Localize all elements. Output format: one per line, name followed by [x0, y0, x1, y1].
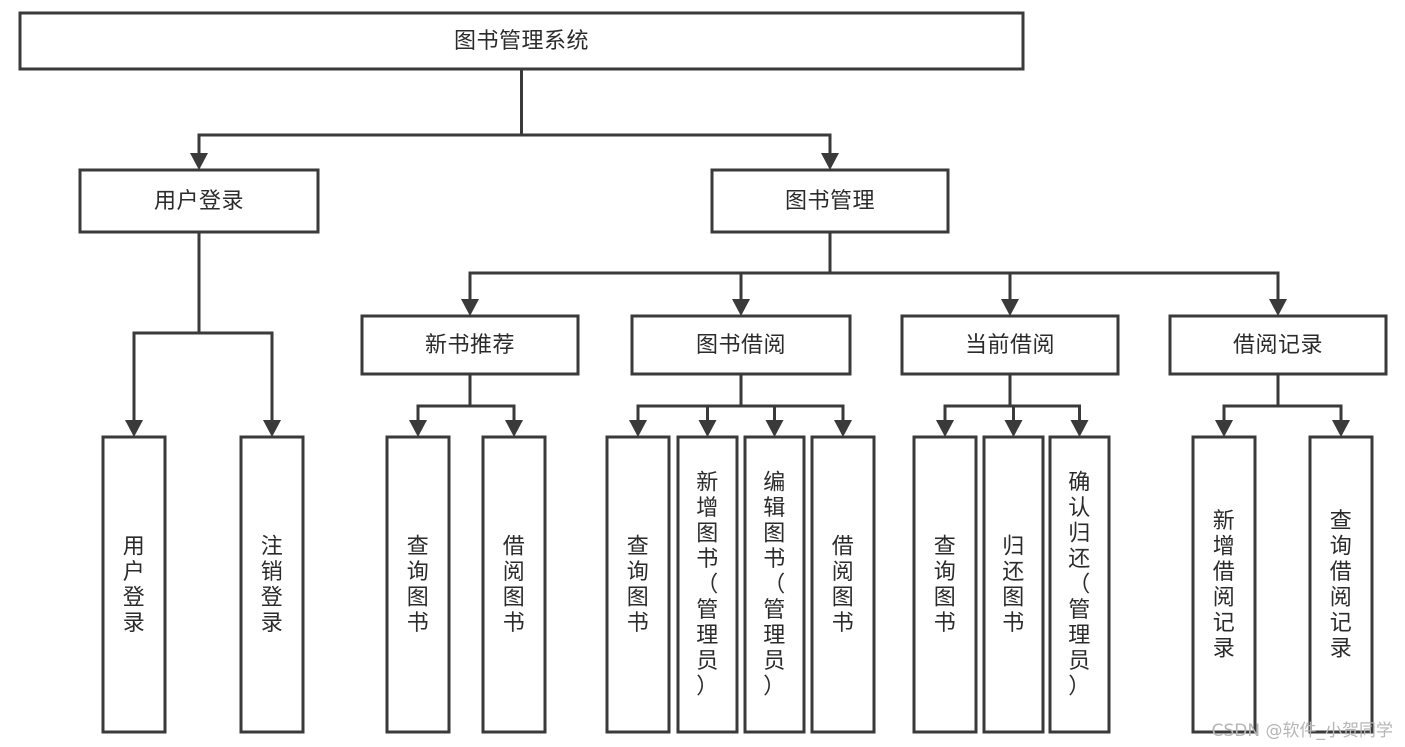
node-label-borrow-borrow-book: 借阅图书 — [832, 534, 855, 636]
node-user-login-leaf[interactable]: 用户登录 — [101, 435, 167, 734]
node-root[interactable]: 图书管理系统 — [18, 11, 1025, 71]
edges-layer — [125, 67, 1350, 437]
edge-root-to-user-login-arrowhead — [190, 153, 208, 170]
edge-current-borrow-to-current-confirm-return-arrowhead — [1070, 420, 1089, 437]
node-box-record-query — [1308, 435, 1374, 734]
node-borrow-query-book[interactable]: 查询图书 — [605, 435, 671, 734]
node-box-borrow-borrow-book — [810, 435, 876, 734]
node-user-logout-leaf[interactable]: 注销登录 — [239, 435, 305, 734]
edge-new-book-recommend-to-recommend-query-book-arrowhead — [409, 420, 427, 437]
node-current-borrow[interactable]: 当前借阅 — [900, 314, 1120, 376]
node-borrow-edit-book[interactable]: 编辑图书（管理员） — [743, 435, 806, 734]
edge-bookmgmt-to-book-borrow-arrowhead — [732, 299, 750, 316]
node-label-borrow-edit-book: 编辑图书（管理员） — [763, 471, 786, 700]
node-box-borrow-record — [1168, 314, 1388, 376]
node-borrow-add-book[interactable]: 新增图书（管理员） — [676, 435, 739, 734]
edge-user-login-to-user-login-leaf-arrowhead — [125, 420, 143, 437]
node-borrow-borrow-book[interactable]: 借阅图书 — [810, 435, 876, 734]
edge-root-to-book-management-arrowhead — [821, 153, 839, 170]
nodes-layer: 图书管理系统用户登录用户登录注销登录图书管理新书推荐查询图书借阅图书图书借阅查询… — [18, 11, 1388, 734]
node-label-borrow-query-book: 查询图书 — [627, 534, 650, 636]
node-box-borrow-add-book — [676, 435, 739, 734]
node-label-current-confirm-return: 确认归还（管理员） — [1068, 471, 1091, 700]
edge-book-borrow-to-borrow-query-book-arrowhead — [629, 420, 647, 437]
edge-bookmgmt-to-new-book-recommend-arrowhead — [461, 299, 479, 316]
node-current-query-book[interactable]: 查询图书 — [912, 435, 978, 734]
edge-new-book-recommend-to-recommend-borrow-book-arrowhead — [505, 420, 523, 437]
node-box-new-book-recommend — [360, 314, 580, 376]
node-box-user-logout-leaf — [239, 435, 305, 734]
node-label-user-logout-leaf: 注销登录 — [261, 534, 284, 636]
node-recommend-borrow-book[interactable]: 借阅图书 — [481, 435, 547, 734]
node-label-recommend-query-book: 查询图书 — [407, 534, 430, 636]
node-label-borrow-record: 借阅记录 — [1233, 333, 1323, 358]
node-box-current-borrow — [900, 314, 1120, 376]
node-record-add[interactable]: 新增借阅记录 — [1191, 435, 1257, 734]
node-box-borrow-query-book — [605, 435, 671, 734]
node-label-root: 图书管理系统 — [454, 29, 589, 54]
node-box-root — [18, 11, 1025, 71]
node-current-return-book[interactable]: 归还图书 — [982, 435, 1045, 734]
node-box-user-login — [78, 168, 320, 234]
node-label-record-add: 新增借阅记录 — [1213, 509, 1236, 662]
node-label-recommend-borrow-book: 借阅图书 — [503, 534, 526, 636]
node-user-login[interactable]: 用户登录 — [78, 168, 320, 234]
node-current-confirm-return[interactable]: 确认归还（管理员） — [1048, 435, 1111, 734]
node-label-current-query-book: 查询图书 — [934, 534, 957, 636]
node-record-query[interactable]: 查询借阅记录 — [1308, 435, 1374, 734]
node-label-record-query: 查询借阅记录 — [1330, 509, 1353, 662]
node-new-book-recommend[interactable]: 新书推荐 — [360, 314, 580, 376]
node-label-new-book-recommend: 新书推荐 — [425, 333, 515, 358]
node-label-book-borrow: 图书借阅 — [696, 333, 786, 358]
node-label-current-return-book: 归还图书 — [1002, 534, 1025, 636]
node-label-current-borrow: 当前借阅 — [965, 333, 1055, 358]
node-label-user-login: 用户登录 — [154, 189, 244, 214]
node-box-book-management — [710, 168, 950, 234]
node-label-user-login-leaf: 用户登录 — [123, 534, 146, 636]
node-box-current-query-book — [912, 435, 978, 734]
edge-borrow-record-to-record-query-arrowhead — [1332, 420, 1350, 437]
node-label-book-management: 图书管理 — [785, 189, 875, 214]
edge-book-borrow-to-borrow-add-book-arrowhead — [698, 420, 717, 437]
node-book-management[interactable]: 图书管理 — [710, 168, 950, 234]
node-box-record-add — [1191, 435, 1257, 734]
edge-current-borrow-to-current-query-book-arrowhead — [936, 420, 954, 437]
edge-bookmgmt-to-borrow-record-arrowhead — [1269, 299, 1287, 316]
edge-current-borrow-to-current-return-book-arrowhead — [1004, 420, 1023, 437]
edge-book-borrow-to-borrow-borrow-book-arrowhead — [834, 420, 852, 437]
edge-book-borrow-to-borrow-edit-book-arrowhead — [765, 420, 784, 437]
node-label-borrow-add-book: 新增图书（管理员） — [696, 471, 719, 700]
node-box-borrow-edit-book — [743, 435, 806, 734]
edge-user-login-to-user-logout-leaf-arrowhead — [263, 420, 281, 437]
node-borrow-record[interactable]: 借阅记录 — [1168, 314, 1388, 376]
node-box-current-return-book — [982, 435, 1045, 734]
edge-borrow-record-to-record-add-arrowhead — [1215, 420, 1233, 437]
node-box-user-login-leaf — [101, 435, 167, 734]
node-box-book-borrow — [630, 314, 852, 376]
node-box-recommend-borrow-book — [481, 435, 547, 734]
edge-bookmgmt-to-current-borrow-arrowhead — [1001, 299, 1019, 316]
node-recommend-query-book[interactable]: 查询图书 — [385, 435, 451, 734]
node-book-borrow[interactable]: 图书借阅 — [630, 314, 852, 376]
node-box-recommend-query-book — [385, 435, 451, 734]
node-box-current-confirm-return — [1048, 435, 1111, 734]
